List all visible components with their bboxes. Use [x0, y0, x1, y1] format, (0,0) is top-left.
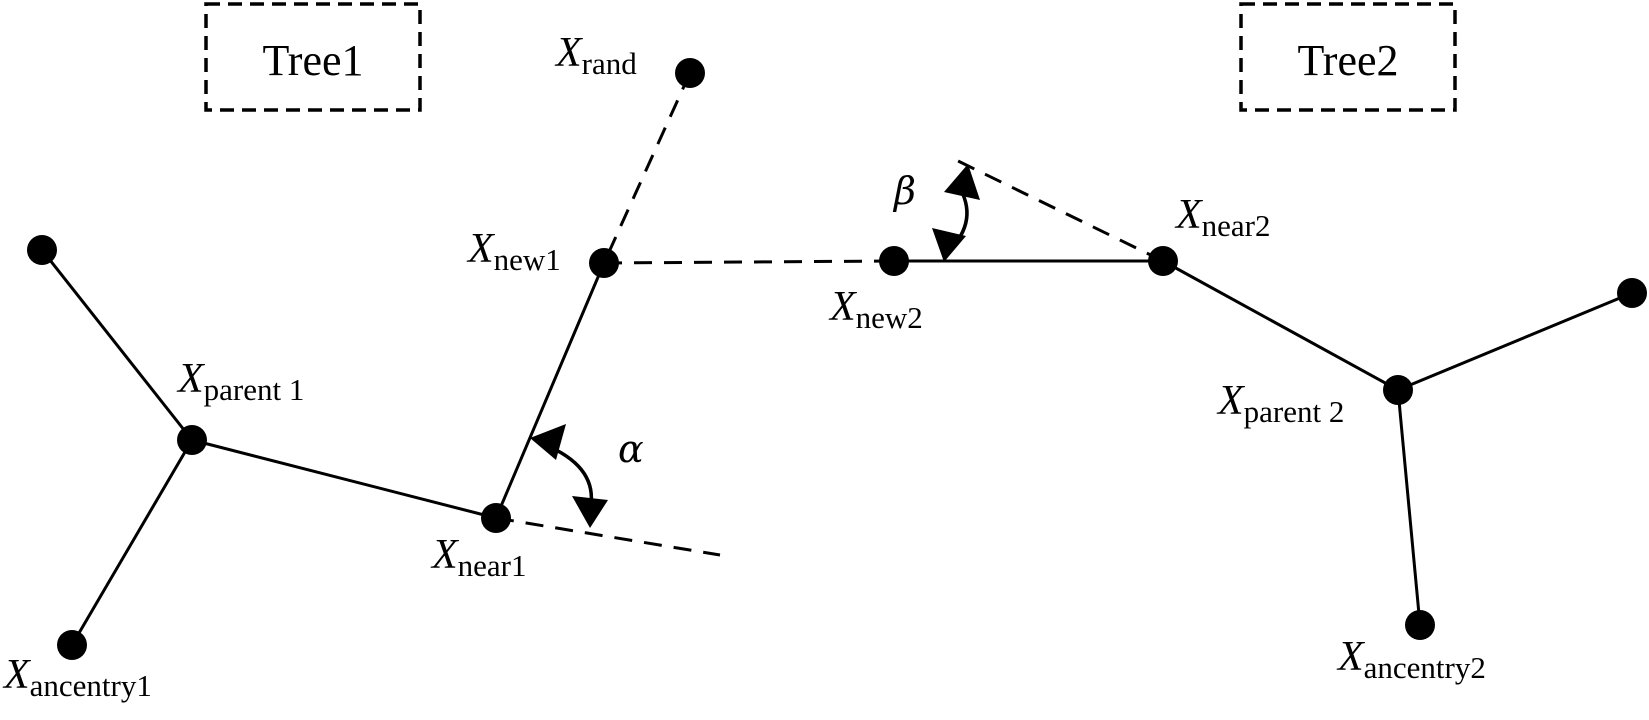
alpha-label: α: [618, 427, 644, 471]
label-parent2-sub: parent 2: [1244, 394, 1345, 429]
tree1-title-box: Tree1: [204, 2, 422, 112]
alpha-angle-marker: [530, 424, 608, 528]
beta-angle-marker: [932, 164, 980, 262]
label-rand: Xrand: [554, 30, 637, 81]
label-ancentry1: Xancentry1: [2, 652, 152, 703]
label-ancentry1-main: X: [2, 652, 32, 698]
node-new2: [879, 246, 909, 276]
node-parent2: [1383, 375, 1413, 405]
label-ancentry2-sub: ancentry2: [1364, 650, 1486, 685]
label-ancentry2-main: X: [1336, 634, 1366, 680]
dashed-near1-extension: [495, 516, 721, 557]
edge-near2-parent2: [1162, 259, 1399, 392]
label-new2-sub: new2: [856, 300, 923, 335]
dashed-near2-extension: [955, 158, 1164, 263]
edge-parent2-ancentry2: [1396, 389, 1422, 626]
label-near2: Xnear2: [1174, 192, 1271, 243]
label-parent2: Xparent 2: [1216, 378, 1344, 429]
node-parent1: [177, 425, 207, 455]
label-new1-sub: new1: [494, 242, 561, 277]
beta-arrowhead-top: [944, 164, 980, 200]
node-near1: [481, 503, 511, 533]
label-near1-main: X: [430, 532, 460, 578]
beta-arrowhead-bottom: [932, 228, 966, 262]
label-rand-main: X: [554, 30, 584, 76]
label-near1: Xnear1: [430, 532, 527, 583]
label-parent1-main: X: [176, 356, 206, 402]
node-tree2-leaf: [1617, 278, 1647, 308]
label-parent2-main: X: [1216, 378, 1246, 424]
tree1-box-border: [204, 2, 422, 112]
label-rand-sub: rand: [582, 46, 638, 81]
node-near2: [1148, 246, 1178, 276]
label-new1: Xnew1: [466, 226, 561, 277]
dashed-new1-new2: [603, 259, 895, 265]
dashed-rand-new1: [602, 72, 692, 264]
label-near2-sub: near2: [1202, 208, 1271, 243]
node-new1: [589, 248, 619, 278]
label-parent1-sub: parent 1: [204, 372, 305, 407]
node-ancentry2: [1405, 610, 1435, 640]
label-ancentry1-sub: ancentry1: [30, 668, 152, 703]
tree2-box-border: [1239, 2, 1457, 112]
label-near2-main: X: [1174, 192, 1204, 238]
alpha-arrowhead-top: [530, 424, 566, 460]
node-tree1-leaf: [27, 235, 57, 265]
tree1-title: Tree1: [262, 36, 363, 85]
alpha-arrowhead-bottom: [572, 496, 608, 528]
edge-parent2-leaf2: [1397, 291, 1633, 392]
node-ancentry1: [57, 630, 87, 660]
label-new2: Xnew2: [828, 284, 923, 335]
node-rand: [675, 58, 705, 88]
beta-label: β: [892, 169, 916, 213]
edge-leaf1-parent1: [40, 249, 194, 441]
label-new2-main: X: [828, 284, 858, 330]
edge-parent1-ancentry1: [70, 439, 194, 646]
label-ancentry2: Xancentry2: [1336, 634, 1486, 685]
label-parent1: Xparent 1: [176, 356, 304, 407]
tree2-title-box: Tree2: [1239, 2, 1457, 112]
tree2-title: Tree2: [1297, 36, 1398, 85]
edge-near1-new1: [494, 262, 606, 519]
label-near1-sub: near1: [458, 548, 527, 583]
label-new1-main: X: [466, 226, 496, 272]
edge-parent1-near1: [191, 438, 497, 520]
